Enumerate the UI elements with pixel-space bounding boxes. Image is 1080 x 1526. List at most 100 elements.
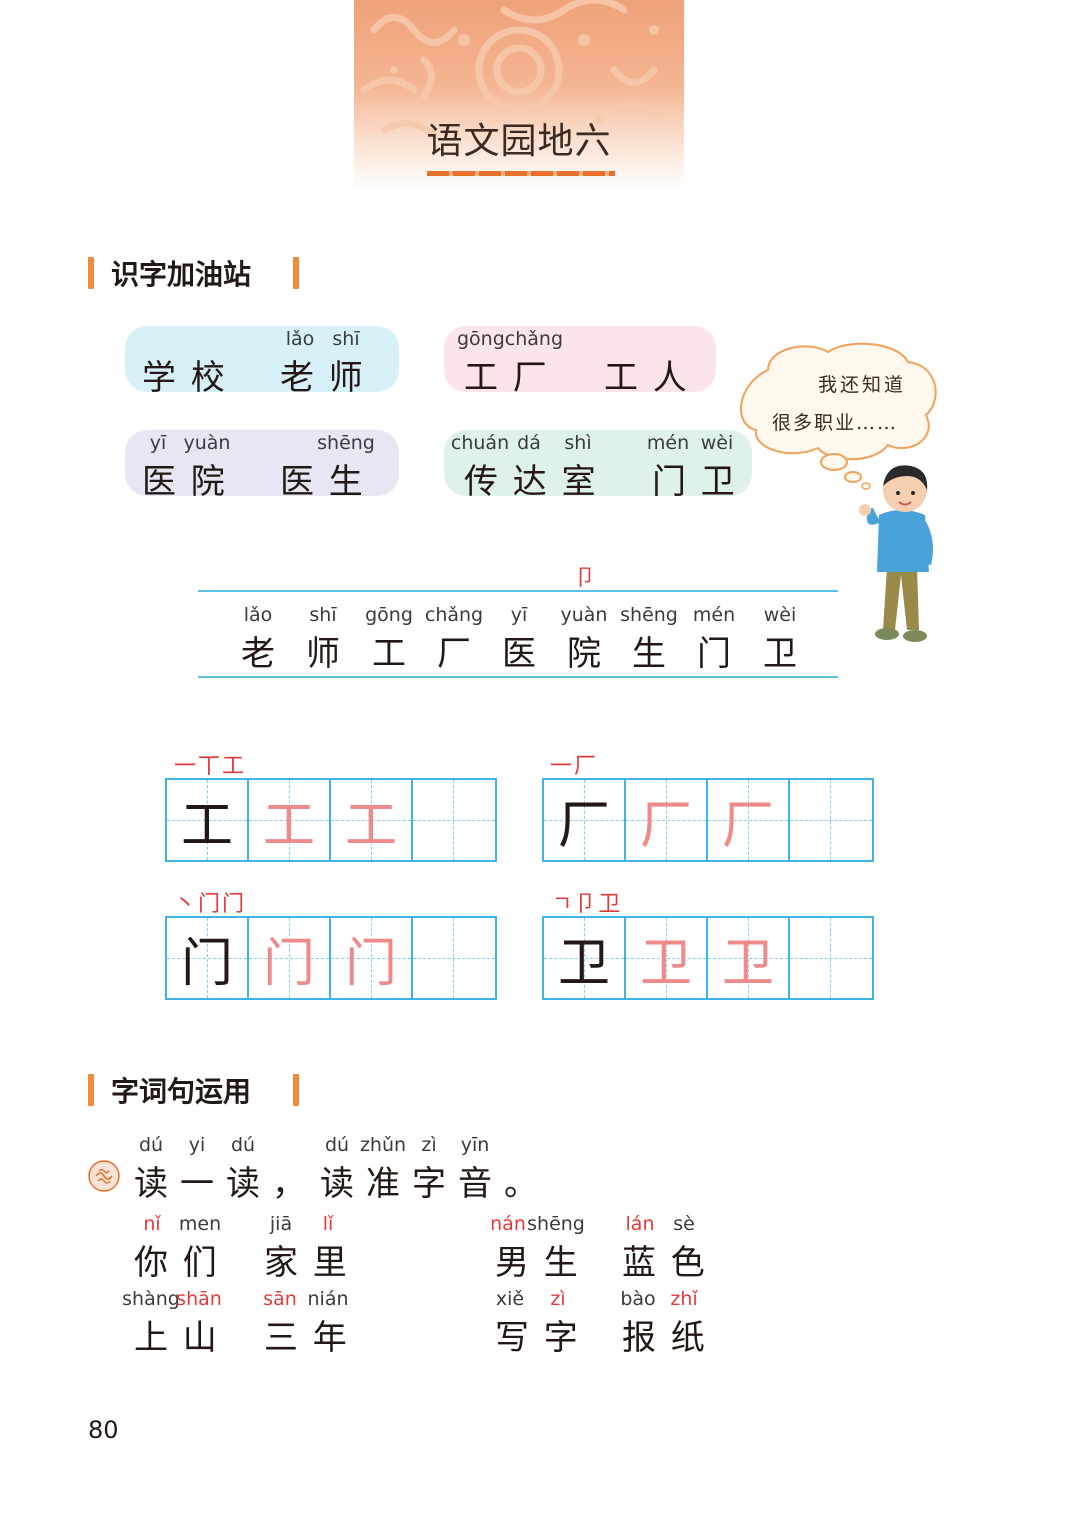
stroke-order: 一厂	[550, 754, 599, 779]
strip-top-line	[198, 590, 838, 592]
pinyin: yī	[510, 604, 528, 626]
banner-pattern	[360, 0, 663, 139]
pinyin: shì	[564, 432, 592, 454]
read-icon	[88, 1160, 120, 1192]
pinyin: shī	[332, 328, 360, 350]
practice-word: 男 生	[495, 1243, 580, 1283]
trace-char: 厂	[721, 795, 774, 856]
stroke-order: ㄱ卩卫	[552, 892, 623, 917]
section-heading-text: 识字加油站	[111, 258, 252, 291]
grid-cell-empty[interactable]	[790, 780, 872, 860]
trace-char: 门	[344, 933, 397, 994]
bubble-text: 很多职业……	[772, 412, 899, 434]
pinyin: yuàn	[183, 432, 231, 454]
pinyin: shēng	[620, 604, 678, 626]
pinyin: yuàn	[560, 604, 608, 626]
pinyin: jiā	[269, 1213, 293, 1235]
grid-cell-trace: 工	[331, 780, 413, 860]
model-char: 门	[180, 933, 233, 994]
pinyin-red: zhǐ	[670, 1288, 698, 1310]
strip-char: 师	[306, 634, 340, 674]
pinyin: shàng	[122, 1288, 180, 1310]
page-number: 80	[88, 1416, 119, 1444]
boy-illustration	[859, 465, 933, 642]
pinyin: shēng	[527, 1213, 585, 1235]
grid-cell-model: 门	[167, 918, 249, 998]
trace-char: 卫	[639, 933, 692, 994]
instruction-char: 准	[366, 1164, 400, 1204]
grid-cell-trace: 门	[249, 918, 331, 998]
pinyin: chǎng	[424, 604, 484, 626]
title-underline	[427, 171, 615, 176]
pinyin: sè	[673, 1213, 695, 1235]
grid-cell-empty[interactable]	[413, 780, 495, 860]
heading-bar-left	[88, 1074, 94, 1106]
stroke-order: 一丅工	[174, 754, 247, 779]
pinyin: chuán	[450, 432, 510, 454]
trace-char: 厂	[639, 795, 692, 856]
grid-cell-trace: 门	[331, 918, 413, 998]
pinyin: zì	[421, 1134, 437, 1156]
heading-bar-left	[88, 257, 94, 289]
heading-bar-right	[293, 257, 299, 289]
strip-char: 生	[632, 634, 666, 674]
pinyin: yī	[149, 432, 167, 454]
pinyin-red: zì	[550, 1288, 566, 1310]
section-heading-usage: 字词句运用	[88, 1070, 308, 1110]
trace-char: 工	[262, 795, 315, 856]
instruction-char: 读	[226, 1164, 260, 1204]
pinyin: yi	[188, 1134, 206, 1156]
word: 学 校	[142, 358, 227, 398]
word-card	[444, 430, 752, 496]
pinyin: shēng	[317, 432, 375, 454]
strip-char: 厂	[437, 634, 471, 674]
model-char: 工	[180, 795, 233, 856]
section-heading-text: 字词句运用	[111, 1075, 252, 1108]
pinyin: bào	[620, 1288, 656, 1310]
word: 工 人	[604, 358, 689, 398]
practice-word: 报 纸	[622, 1318, 707, 1358]
model-char: 厂	[557, 795, 610, 856]
word: 医 院	[142, 462, 227, 502]
writing-grid: 工 工 工	[165, 778, 497, 862]
grid-cell-trace: 厂	[708, 780, 790, 860]
radical-label: 卩	[574, 566, 597, 591]
instruction-punct: ，	[272, 1164, 306, 1204]
model-char: 卫	[557, 933, 610, 994]
word-card	[125, 430, 399, 496]
word: 医 生	[280, 462, 365, 502]
pinyin: gōngchǎng	[457, 328, 564, 350]
word-card	[444, 326, 716, 392]
stroke-order: 丶门门	[174, 892, 247, 917]
pinyin: lǎo	[243, 604, 273, 626]
practice-word: 蓝 色	[622, 1243, 707, 1283]
pinyin: dá	[517, 432, 541, 454]
pinyin: dú	[138, 1134, 164, 1156]
strip-char: 门	[697, 634, 731, 674]
strip-char: 医	[502, 634, 536, 674]
practice-word: 写 字	[495, 1318, 580, 1358]
word-card	[125, 326, 399, 392]
grid-cell-empty[interactable]	[413, 918, 495, 998]
grid-cell-trace: 工	[249, 780, 331, 860]
pinyin: wèi	[763, 604, 797, 626]
header-banner	[354, 0, 684, 190]
heading-bar-right	[293, 1074, 299, 1106]
pinyin: dú	[230, 1134, 256, 1156]
grid-cell-trace: 卫	[626, 918, 708, 998]
instruction-char: 音	[458, 1164, 492, 1204]
strip-char: 老	[241, 634, 275, 674]
bubble-text: 我还知道	[818, 374, 907, 396]
pinyin: zhǔn	[359, 1134, 407, 1156]
pinyin-red: nǐ	[143, 1213, 161, 1235]
word: 门 卫	[652, 462, 737, 502]
trace-char: 工	[344, 795, 397, 856]
strip-char: 工	[372, 634, 406, 674]
pinyin: mén	[646, 432, 690, 454]
strip-char: 卫	[763, 634, 797, 674]
grid-cell-empty[interactable]	[790, 918, 872, 998]
instruction-char: 读	[320, 1164, 354, 1204]
grid-cell-model: 工	[167, 780, 249, 860]
grid-cell-model: 厂	[544, 780, 626, 860]
pinyin: xiě	[495, 1288, 525, 1310]
